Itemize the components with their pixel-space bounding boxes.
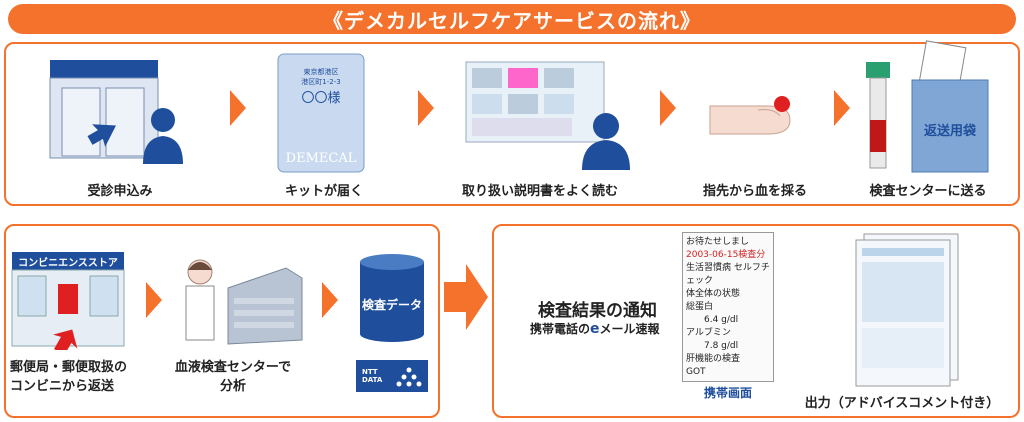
nttdata-logo: NTT DATA	[356, 360, 428, 392]
phone-line-5: 総蛋白	[686, 301, 770, 314]
result-heading: 検査結果の通知	[538, 296, 657, 321]
flow-arrow-3	[660, 90, 676, 126]
kit-brand: DEMECAL	[286, 151, 357, 166]
nttdata-logo-text: NTT DATA	[362, 368, 388, 384]
flow-arrow-5	[146, 282, 162, 318]
page-title: 《デメカルセルフケアサービスの流れ》	[323, 5, 701, 34]
email-e-mark: e	[590, 321, 600, 337]
finger-illustration	[708, 92, 800, 142]
phone-line-10: GOT	[686, 366, 770, 379]
phone-line-9: 肝機能の検査	[686, 353, 770, 366]
flow-arrow-big	[444, 262, 488, 332]
store-sign: コンビニエンスストア	[12, 254, 124, 269]
lab-caption-line1: 血液検査センターで	[168, 358, 298, 377]
flow-arrow-4	[834, 90, 850, 126]
phone-line-8: 7.8 g/dl	[686, 340, 770, 353]
flow-arrow-6	[322, 282, 338, 318]
phone-line-6: 6.4 g/dl	[686, 314, 770, 327]
return-bag-illustration	[862, 40, 992, 176]
phone-screen: お待たせしまし 2003-06-15検査分 生活習慣病 セルフチェック 体全体の…	[682, 232, 774, 382]
result-subheading: 携帯電話のeメール速報	[530, 320, 660, 337]
lab-caption-line2: 分析	[168, 377, 298, 396]
lab-caption: 血液検査センターで 分析	[168, 358, 298, 396]
nttdata-logo-mark-icon	[396, 365, 422, 387]
phone-line-7: アルブミン	[686, 327, 770, 340]
kit-address2: 港区町1-2-3	[301, 77, 340, 86]
kit-illustration: 東京都港区 港区町1-2-3 〇〇様 DEMECAL	[276, 52, 366, 174]
kit-name: 〇〇様	[301, 91, 340, 106]
bag-label: 返送用袋	[912, 120, 988, 139]
flow-arrow-1	[230, 90, 246, 126]
post-caption-line1: 郵便局・郵便取扱の	[10, 358, 140, 377]
step-label-3: 取り扱い説明書をよく読む	[440, 180, 640, 199]
blood-drop-icon	[774, 96, 790, 112]
report-document-illustration	[850, 232, 962, 392]
result-subheading-pre: 携帯電話の	[530, 322, 590, 336]
phone-caption: 携帯画面	[682, 384, 774, 401]
output-caption: 出力（アドバイスコメント付き）	[788, 392, 1016, 411]
result-subheading-post: メール速報	[600, 322, 660, 336]
step-label-5: 検査センターに送る	[848, 180, 1008, 199]
flow-arrow-2	[418, 90, 434, 126]
phone-line-2: 2003-06-15検査分	[686, 249, 770, 262]
manual-illustration	[464, 60, 634, 172]
post-caption: 郵便局・郵便取扱の コンビニから返送	[10, 358, 140, 396]
step-label-4: 指先から血を採る	[690, 180, 820, 199]
post-caption-line2: コンビニから返送	[10, 377, 140, 396]
kit-address1: 東京都港区	[304, 67, 339, 76]
phone-line-1: お待たせしまし	[686, 236, 770, 249]
phone-line-4: 体全体の状態	[686, 288, 770, 301]
step-label-1: 受診申込み	[60, 180, 180, 199]
step-label-2: キットが届く	[264, 180, 384, 199]
phone-line-3: 生活習慣病 セルフチェック	[686, 262, 770, 288]
db-label: 検査データ	[356, 296, 428, 313]
lab-illustration	[176, 248, 306, 352]
title-banner: 《デメカルセルフケアサービスの流れ》	[8, 4, 1016, 34]
reception-illustration	[48, 58, 194, 168]
